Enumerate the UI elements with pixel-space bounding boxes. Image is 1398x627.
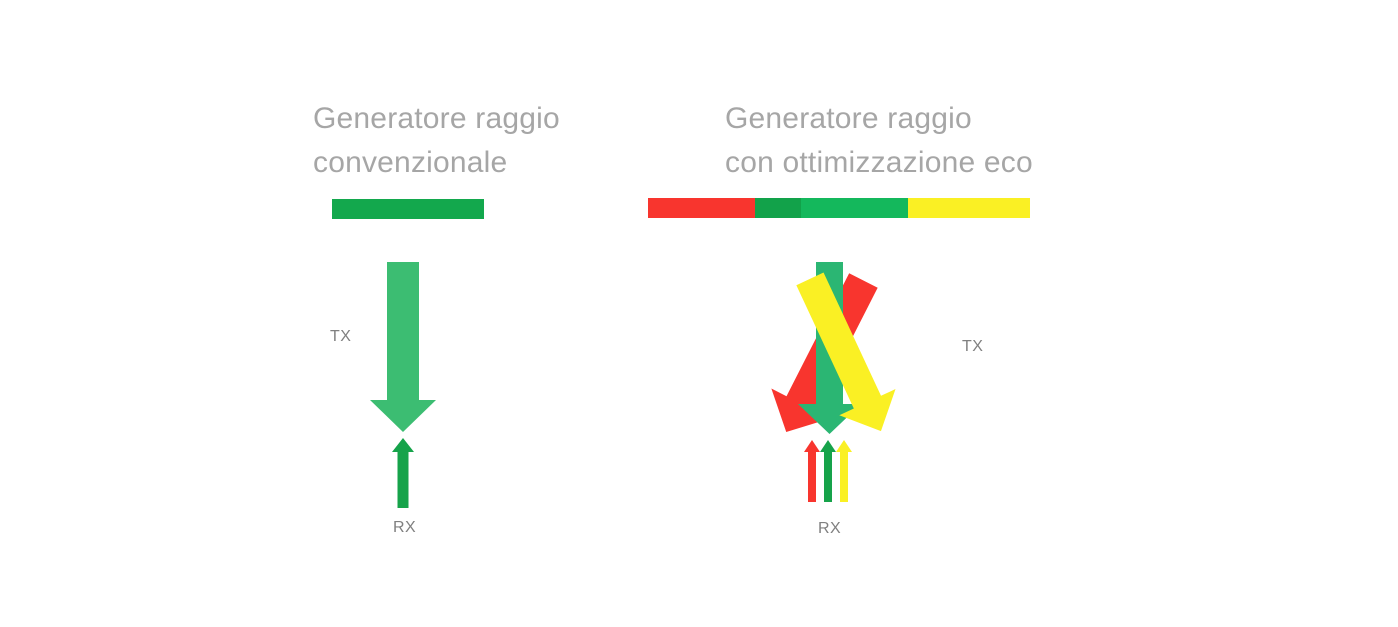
panel-conventional-generator: Generatore raggio convenzionale TX RX bbox=[300, 0, 600, 627]
panel-title-eco: Generatore raggio con ottimizzazione eco bbox=[725, 102, 1033, 179]
tx-label-eco: TX bbox=[962, 338, 984, 355]
bar-segment-green bbox=[800, 198, 908, 218]
red-rx-arrow bbox=[804, 440, 820, 502]
yellow-rx-arrow bbox=[836, 440, 852, 502]
green-rx-arrow bbox=[392, 438, 414, 508]
generator-bar-conventional bbox=[332, 199, 484, 219]
yellow-tx-arrow bbox=[796, 272, 896, 432]
bar-segment-dark-green bbox=[754, 198, 801, 218]
bar-segment-red bbox=[648, 198, 755, 218]
red-tx-arrow bbox=[771, 273, 878, 432]
green-rx-arrow bbox=[820, 440, 836, 502]
panel-eco-generator: Generatore raggio con ottimizzazione eco… bbox=[640, 0, 1060, 627]
arrow-layer-eco bbox=[640, 0, 1060, 627]
panel-title-conventional: Generatore raggio convenzionale bbox=[313, 102, 560, 179]
bar-segment-yellow bbox=[907, 198, 1030, 218]
green-tx-arrow bbox=[370, 262, 436, 432]
tx-label-conventional: TX bbox=[330, 328, 352, 345]
green-tx-arrow bbox=[798, 262, 861, 434]
arrow-layer-conventional bbox=[300, 0, 600, 627]
rx-label-eco: RX bbox=[818, 520, 842, 537]
rx-label-conventional: RX bbox=[393, 519, 417, 536]
generator-bar-eco bbox=[648, 198, 1030, 218]
bar-segment-green bbox=[332, 199, 484, 219]
